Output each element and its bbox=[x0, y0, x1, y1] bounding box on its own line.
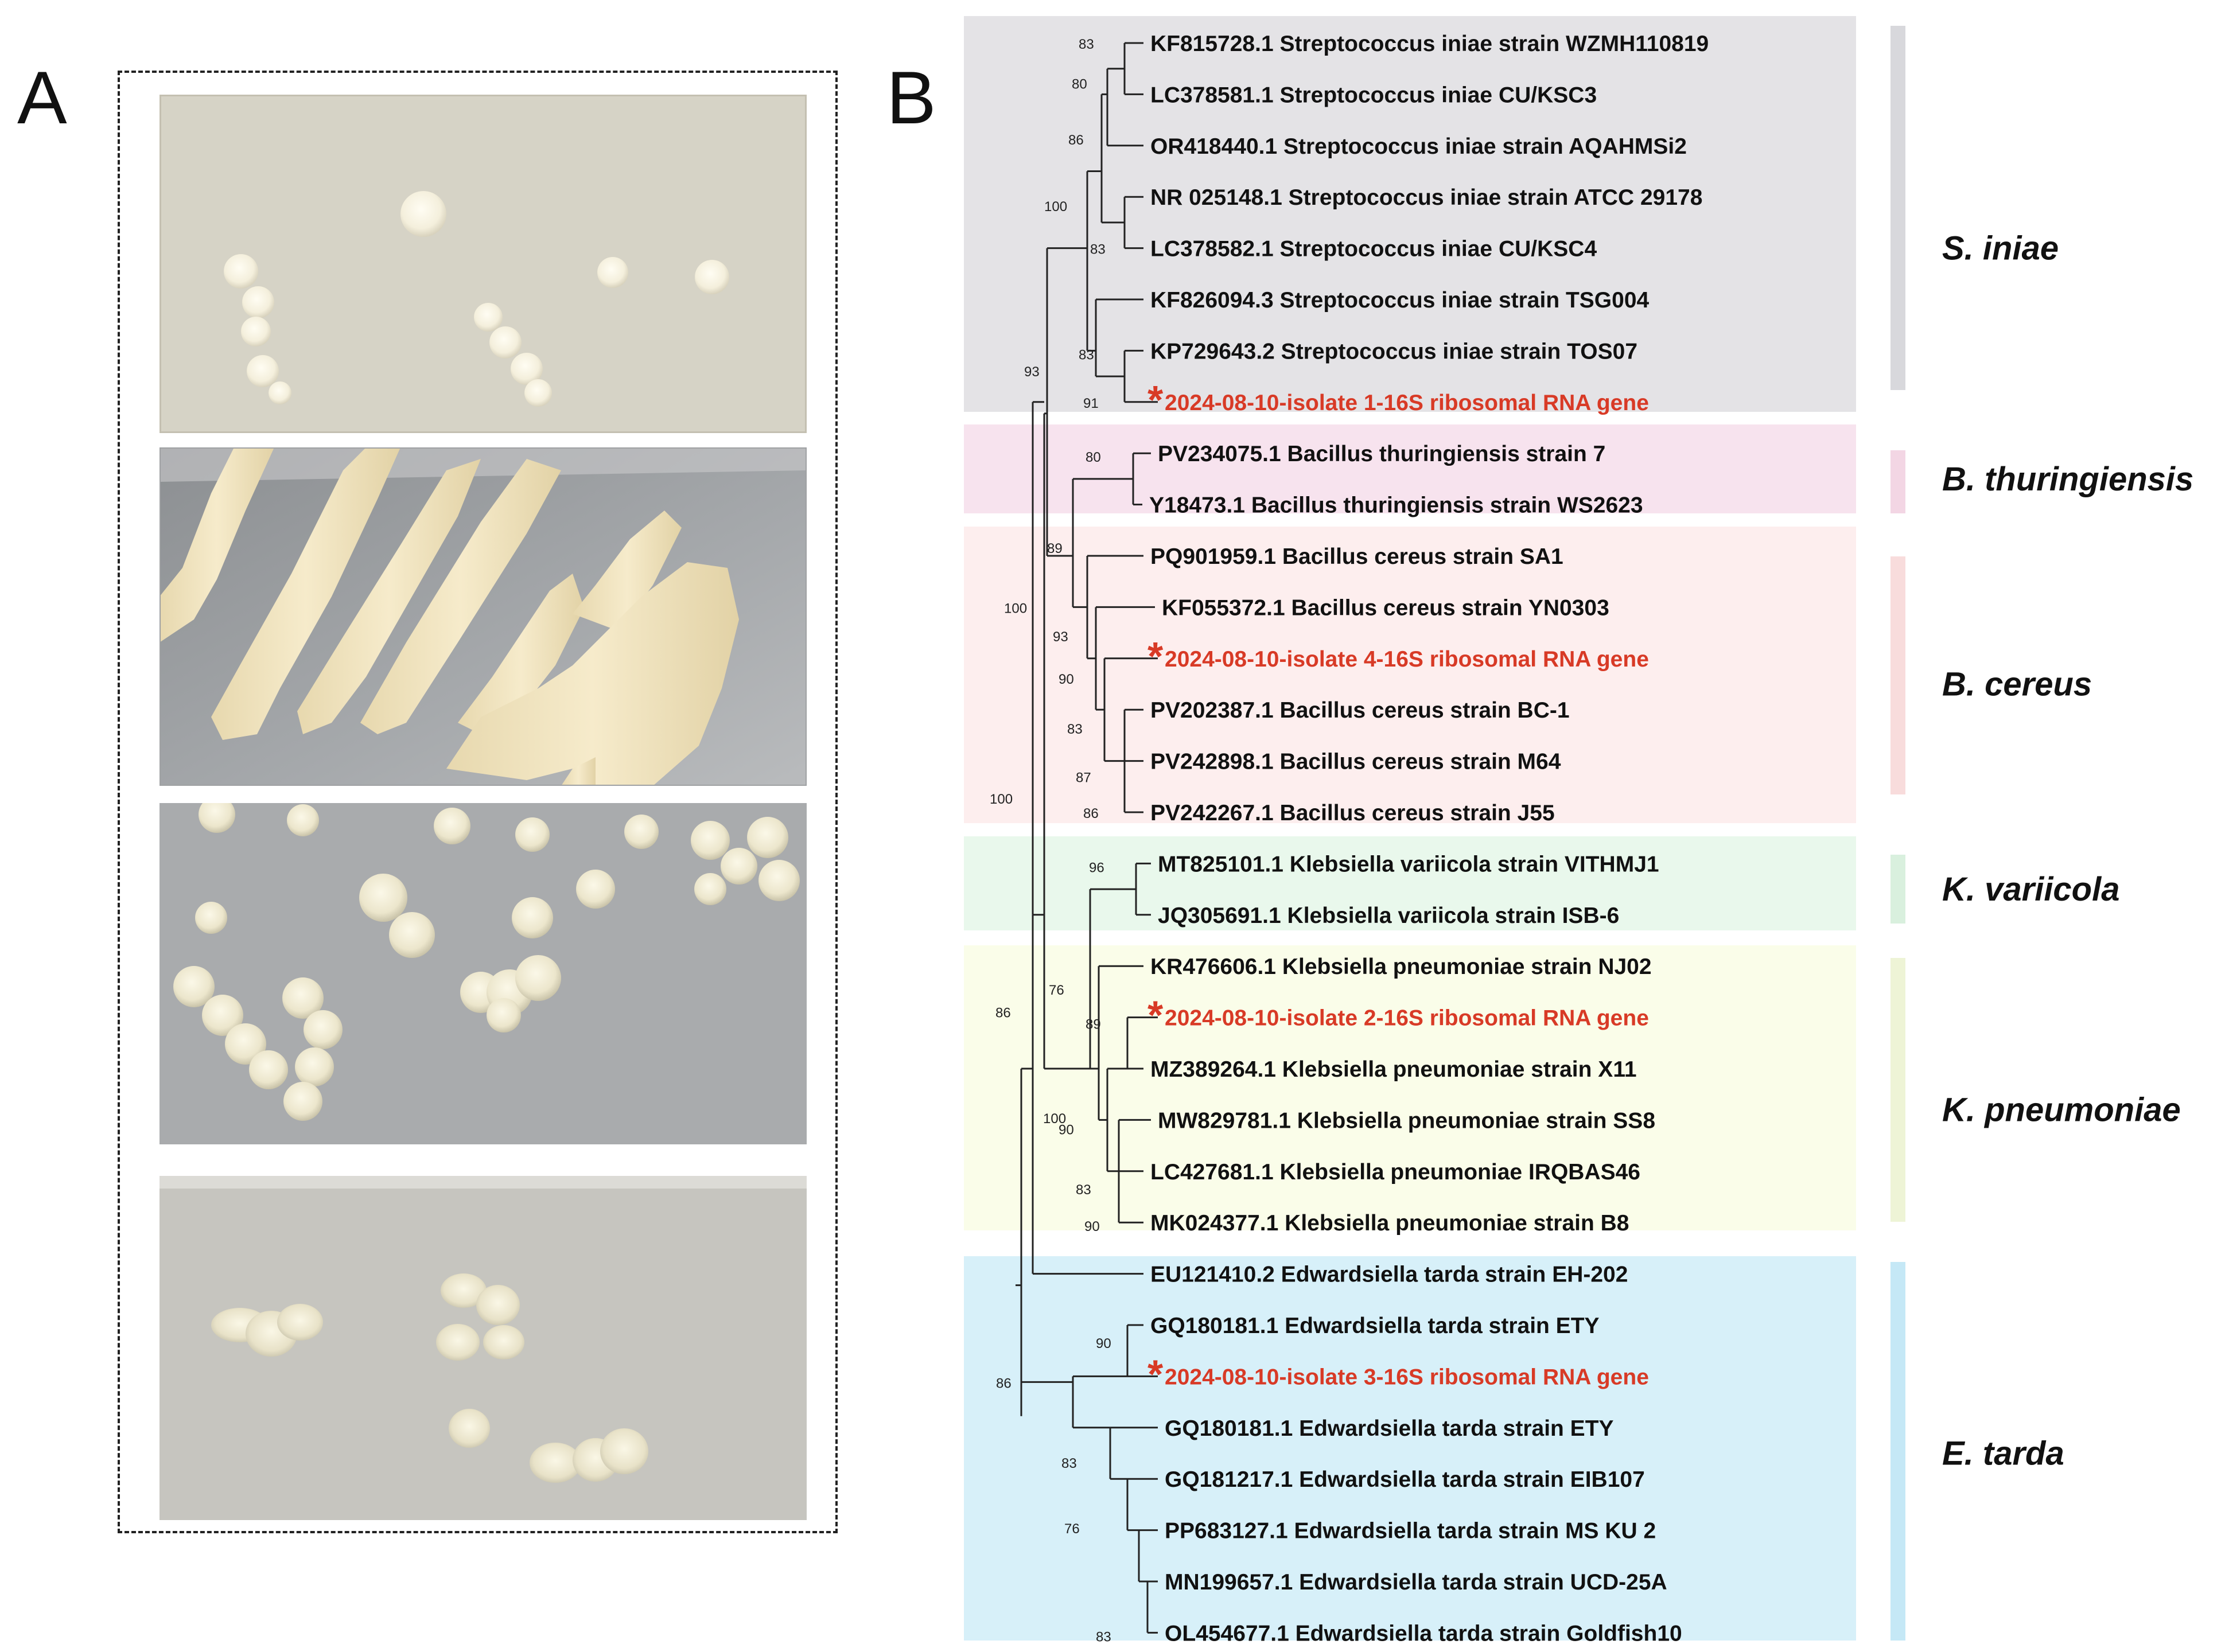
leaf-label: EU121410.2 Edwardsiella tarda strain EH-… bbox=[1150, 1263, 1628, 1287]
bootstrap-support-value: 83 bbox=[1076, 1182, 1091, 1198]
bootstrap-support-value: 83 bbox=[1090, 242, 1106, 258]
clade-label: K. pneumoniae bbox=[1942, 1092, 2181, 1129]
isolate-leaf-label: 2024-08-10-isolate 3-16S ribosomal RNA g… bbox=[1165, 1365, 1649, 1389]
bootstrap-support-value: 76 bbox=[1064, 1521, 1080, 1537]
leaf-label: MZ389264.1 Klebsiella pneumoniae strain … bbox=[1150, 1057, 1637, 1082]
bootstrap-support-value: 96 bbox=[1089, 860, 1104, 875]
isolate-star-icon: * bbox=[1147, 1351, 1164, 1396]
leaf-label: OL454677.1 Edwardsiella tarda strain Gol… bbox=[1165, 1621, 1682, 1646]
leaf-label: LC427681.1 Klebsiella pneumoniae IRQBAS4… bbox=[1150, 1160, 1640, 1185]
clade-bar bbox=[1890, 26, 1905, 390]
bootstrap-support-value: 100 bbox=[990, 792, 1013, 807]
panel-a-frame bbox=[118, 71, 838, 1533]
bootstrap-support-value: 89 bbox=[1047, 541, 1063, 556]
leaf-label: MT825101.1 Klebsiella variicola strain V… bbox=[1158, 852, 1659, 876]
isolate-leaf-label: 2024-08-10-isolate 1-16S ribosomal RNA g… bbox=[1165, 391, 1649, 415]
bootstrap-support-value: 80 bbox=[1086, 450, 1101, 465]
clade-label: E. tarda bbox=[1942, 1435, 2064, 1472]
leaf-label: NR 025148.1 Streptococcus iniae strain A… bbox=[1150, 185, 1702, 210]
bootstrap-support-value: 86 bbox=[996, 1376, 1012, 1391]
clade-box bbox=[964, 527, 1856, 823]
leaf-label: Y18473.1 Bacillus thuringiensis strain W… bbox=[1149, 493, 1643, 518]
leaf-label: PV202387.1 Bacillus cereus strain BC-1 bbox=[1150, 698, 1570, 723]
bootstrap-support-value: 83 bbox=[1079, 37, 1094, 52]
bootstrap-support-value: 83 bbox=[1096, 1629, 1111, 1645]
colony-photo-2 bbox=[160, 447, 807, 786]
isolate-star-icon: * bbox=[1147, 993, 1164, 1038]
clade-bar bbox=[1890, 450, 1905, 513]
bootstrap-support-value: 83 bbox=[1061, 1456, 1077, 1471]
bootstrap-support-value: 89 bbox=[1086, 1017, 1101, 1032]
bootstrap-support-value: 83 bbox=[1079, 347, 1094, 363]
panel-label-a: A bbox=[17, 56, 67, 139]
bootstrap-support-value: 90 bbox=[1059, 672, 1074, 687]
clade-bar bbox=[1890, 556, 1905, 794]
leaf-label: PV242898.1 Bacillus cereus strain M64 bbox=[1150, 750, 1561, 774]
clade-box bbox=[964, 16, 1856, 412]
leaf-label: GQ180181.1 Edwardsiella tarda strain ETY bbox=[1150, 1314, 1600, 1338]
leaf-label: OR418440.1 Streptococcus iniae strain AQ… bbox=[1150, 134, 1687, 159]
bootstrap-support-value: 100 bbox=[1044, 199, 1067, 215]
leaf-label: GQ181217.1 Edwardsiella tarda strain EIB… bbox=[1165, 1467, 1645, 1492]
bootstrap-support-value: 90 bbox=[1059, 1122, 1074, 1137]
bootstrap-support-value: 86 bbox=[1083, 806, 1099, 821]
bootstrap-support-value: 80 bbox=[1072, 76, 1087, 92]
clade-box bbox=[964, 424, 1856, 513]
bootstrap-support-value: 91 bbox=[1083, 396, 1099, 411]
bootstrap-support-value: 93 bbox=[1024, 364, 1040, 380]
leaf-label: MN199657.1 Edwardsiella tarda strain UCD… bbox=[1165, 1570, 1667, 1595]
leaf-label: PP683127.1 Edwardsiella tarda strain MS … bbox=[1165, 1519, 1656, 1544]
leaf-label: LC378582.1 Streptococcus iniae CU/KSC4 bbox=[1150, 237, 1597, 262]
isolate-star-icon: * bbox=[1147, 377, 1164, 422]
bootstrap-support-value: 86 bbox=[995, 1006, 1011, 1021]
leaf-label: KF815728.1 Streptococcus iniae strain WZ… bbox=[1150, 32, 1709, 56]
bootstrap-support-value: 100 bbox=[1043, 1111, 1066, 1127]
clade-bar bbox=[1890, 855, 1905, 924]
colony-photo-1 bbox=[160, 95, 807, 433]
clade-label: K. variicola bbox=[1942, 871, 2119, 908]
leaf-label: MW829781.1 Klebsiella pneumoniae strain … bbox=[1158, 1108, 1655, 1133]
bootstrap-support-value: 87 bbox=[1076, 770, 1091, 786]
clade-label: B. cereus bbox=[1942, 666, 2092, 703]
bootstrap-support-value: 93 bbox=[1053, 629, 1068, 645]
colony-photo-3 bbox=[160, 803, 807, 1144]
panel-label-b: B bbox=[886, 56, 936, 139]
leaf-label: KF826094.3 Streptococcus iniae strain TS… bbox=[1150, 288, 1650, 313]
bootstrap-support-value: 83 bbox=[1067, 722, 1083, 737]
leaf-label: GQ180181.1 Edwardsiella tarda strain ETY bbox=[1165, 1416, 1614, 1441]
clade-box bbox=[964, 836, 1856, 930]
bootstrap-support-value: 86 bbox=[1068, 133, 1084, 148]
bootstrap-support-value: 90 bbox=[1084, 1219, 1100, 1234]
isolate-star-icon: * bbox=[1147, 634, 1164, 679]
clade-bar bbox=[1890, 958, 1905, 1222]
clade-box bbox=[964, 1256, 1856, 1641]
isolate-leaf-label: 2024-08-10-isolate 2-16S ribosomal RNA g… bbox=[1165, 1006, 1649, 1031]
leaf-label: KR476606.1 Klebsiella pneumoniae strain … bbox=[1150, 954, 1652, 979]
leaf-label: LC378581.1 Streptococcus iniae CU/KSC3 bbox=[1150, 83, 1597, 107]
isolate-leaf-label: 2024-08-10-isolate 4-16S ribosomal RNA g… bbox=[1165, 647, 1649, 672]
leaf-label: KF055372.1 Bacillus cereus strain YN0303 bbox=[1162, 595, 1609, 620]
leaf-label: PQ901959.1 Bacillus cereus strain SA1 bbox=[1150, 544, 1563, 569]
colony-photo-4 bbox=[160, 1176, 807, 1520]
leaf-label: KP729643.2 Streptococcus iniae strain TO… bbox=[1150, 339, 1637, 364]
clade-bar bbox=[1890, 1262, 1905, 1641]
leaf-label: PV234075.1 Bacillus thuringiensis strain… bbox=[1158, 442, 1605, 466]
clade-label: S. iniae bbox=[1942, 230, 2059, 267]
bootstrap-support-value: 100 bbox=[1004, 601, 1027, 616]
bootstrap-support-value: 90 bbox=[1096, 1336, 1111, 1351]
bootstrap-support-value: 76 bbox=[1049, 983, 1064, 998]
leaf-label: PV242267.1 Bacillus cereus strain J55 bbox=[1150, 801, 1555, 825]
leaf-label: MK024377.1 Klebsiella pneumoniae strain … bbox=[1150, 1211, 1629, 1236]
leaf-label: JQ305691.1 Klebsiella variicola strain I… bbox=[1158, 903, 1619, 928]
clade-box bbox=[964, 945, 1856, 1230]
clade-label: B. thuringiensis bbox=[1942, 461, 2193, 498]
